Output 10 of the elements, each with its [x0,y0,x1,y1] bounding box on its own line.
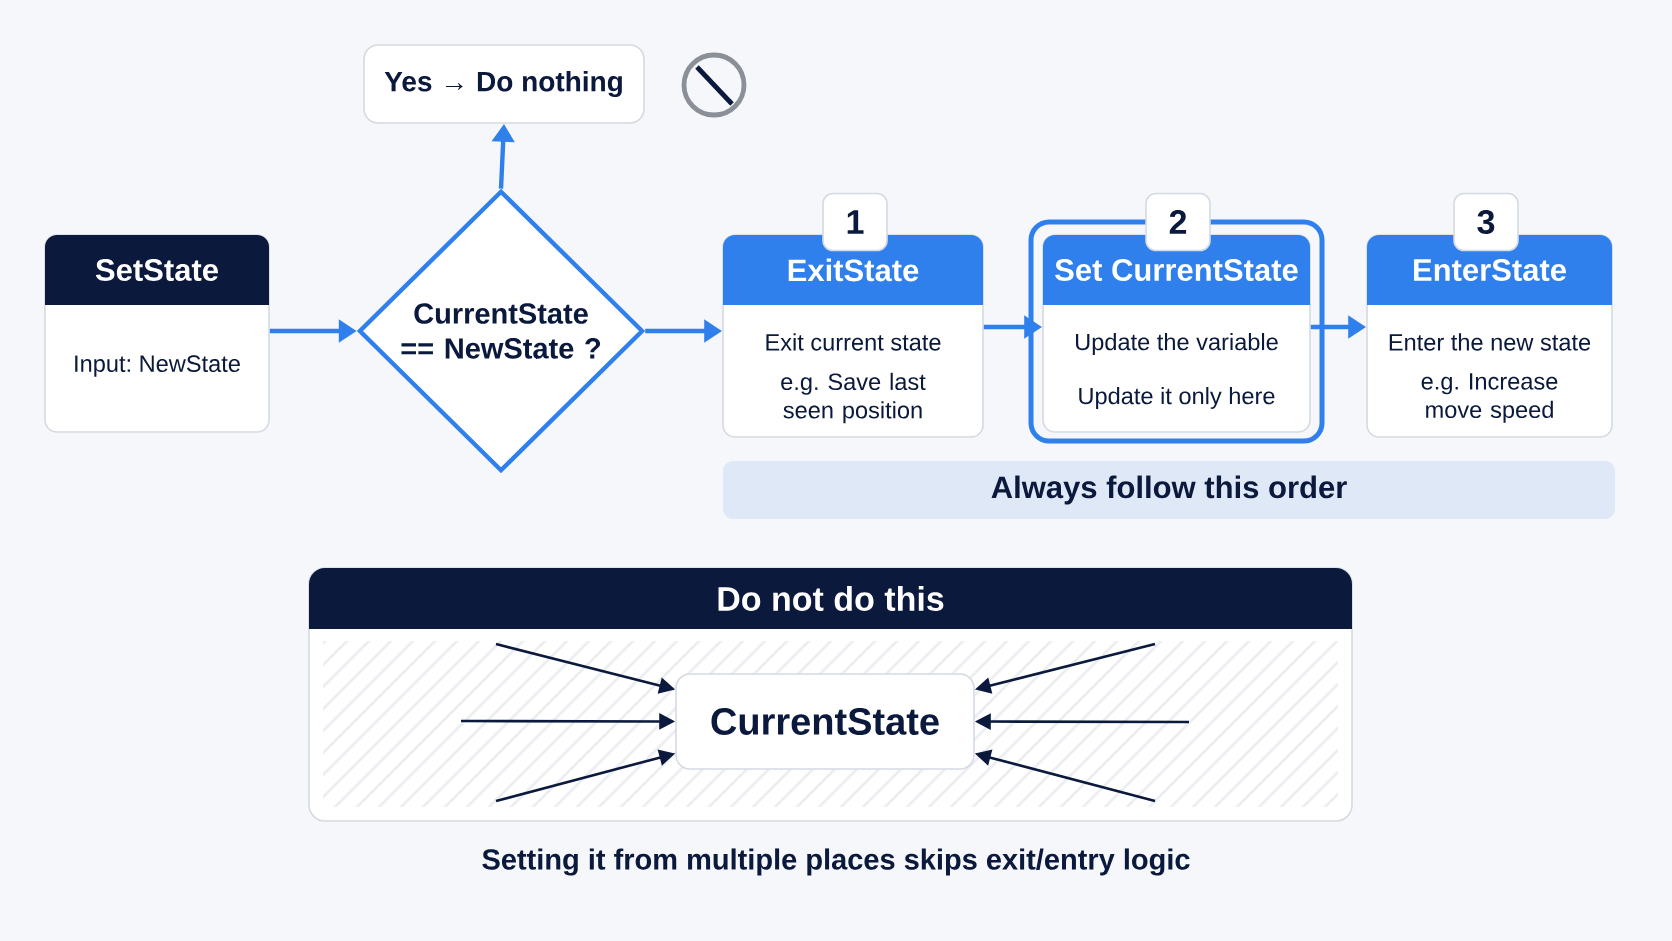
step-card: SetState Input: NewState [44,234,270,433]
text-box: CurrentState [675,673,975,770]
text-box: Yes → Do nothing [363,44,645,124]
step-card: ExitState Exit current state e.g. Save last seen position [722,234,984,438]
step-card: EnterState Enter the new state e.g. Increase move speed [1366,234,1613,438]
note-band: Always follow this order [723,461,1615,519]
number-badge: 2 [1145,192,1211,252]
number-badge: 3 [1453,192,1519,252]
number-badge: 1 [822,192,888,252]
caption: Setting it from multiple places skips exit/entry logic [482,848,1190,876]
